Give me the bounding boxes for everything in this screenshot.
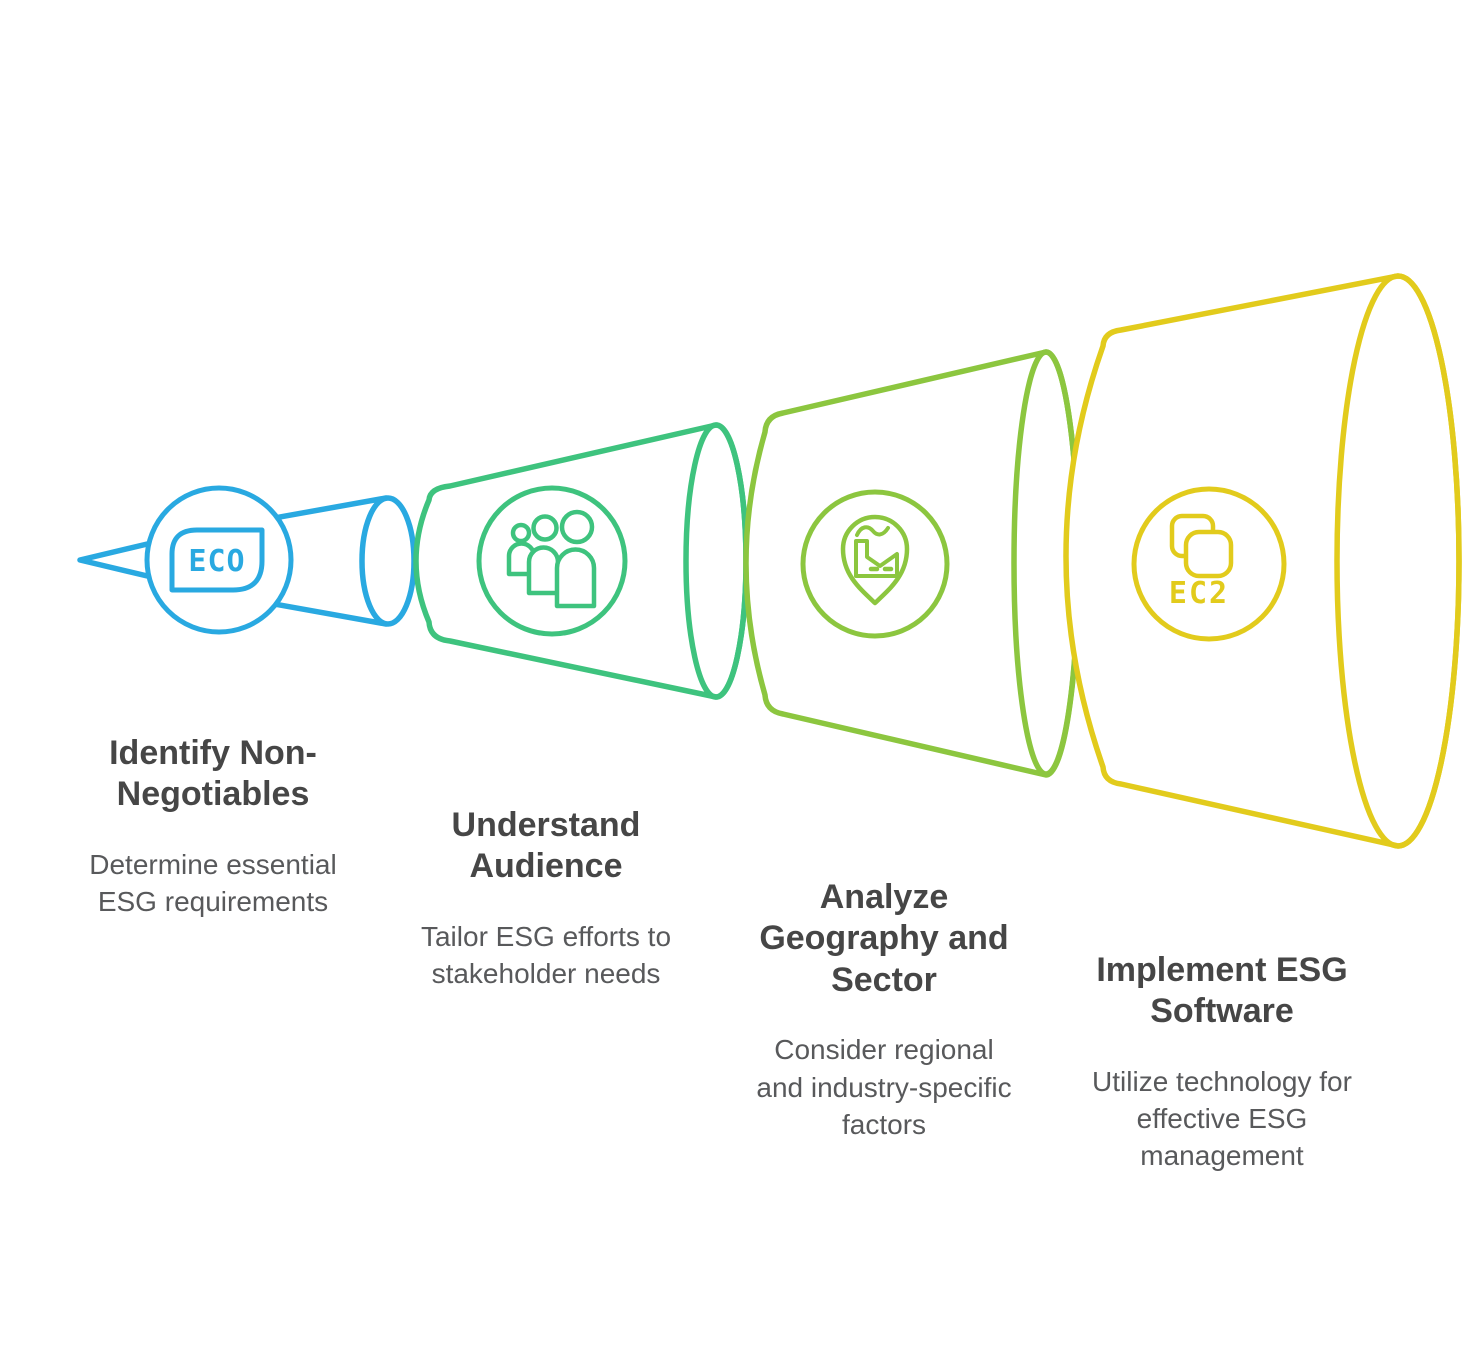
person-small-head <box>510 522 532 544</box>
smoke-tilde <box>855 525 890 537</box>
eco-badge-label: ECO <box>188 544 245 579</box>
stage-2-description: Tailor ESG efforts to stakeholder needs <box>420 920 672 990</box>
stage-1-rim <box>359 495 417 627</box>
ec2-software-icon: EC2 <box>1169 513 1234 611</box>
front-square <box>1183 529 1234 579</box>
stage-2-title: Understand Audience <box>451 806 641 886</box>
person-large-body <box>554 547 597 609</box>
stage-4-rim <box>1334 273 1462 849</box>
stage-1-description: Determine essential ESG requirements <box>89 848 337 918</box>
stage-4-title: Implement ESG Software <box>1096 951 1348 1031</box>
person-medium-body <box>526 545 561 596</box>
stage-3-description: Consider regional and industry-specific … <box>756 1034 1012 1140</box>
stage-4-text-block: Implement ESG Software Utilize technolog… <box>1072 950 1372 1175</box>
stage-1-icon-circle <box>144 485 294 635</box>
factory-building <box>854 539 899 578</box>
person-medium-head <box>531 514 559 542</box>
funnel-stage-3 <box>743 349 1081 778</box>
stage-2-text-block: Understand Audience Tailor ESG efforts t… <box>396 805 696 992</box>
location-pin-outline <box>840 514 910 606</box>
funnel-stage-4: EC2 <box>1063 273 1462 849</box>
eco-leaf-badge-icon: ECO <box>169 527 265 593</box>
stage-4-description: Utilize technology for effective ESG man… <box>1092 1065 1352 1172</box>
funnel-stage-2 <box>413 422 749 700</box>
stage-3-text-block: Analyze Geography and Sector Consider re… <box>739 877 1029 1143</box>
person-large-head <box>559 509 595 545</box>
stage-3-title: Analyze Geography and Sector <box>759 878 1009 999</box>
stage-1-text-block: Identify Non-Negotiables Determine essen… <box>63 733 363 920</box>
leaf-badge-outline <box>169 527 265 593</box>
ec2-label: EC2 <box>1169 576 1229 611</box>
people-group-icon <box>506 509 597 609</box>
factory-location-pin-icon <box>840 514 910 606</box>
funnel-stage-1: ECO <box>77 485 417 635</box>
stage-1-title: Identify Non-Negotiables <box>109 734 317 814</box>
